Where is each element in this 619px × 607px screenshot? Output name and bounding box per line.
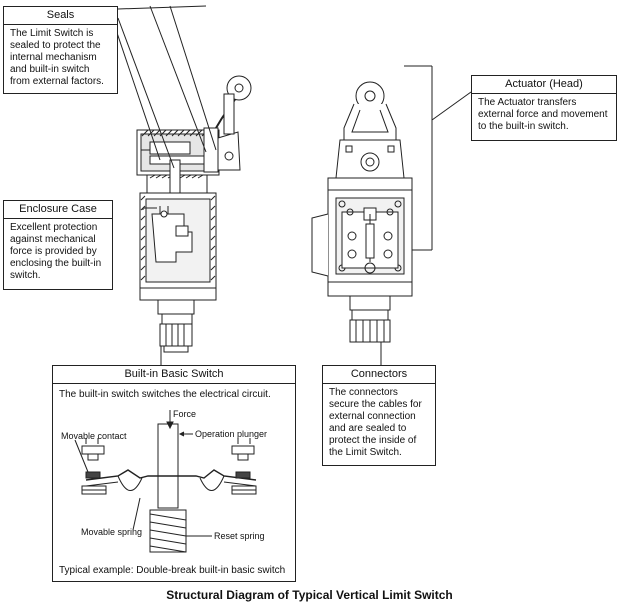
operation-plunger-label: Operation plunger [195, 429, 268, 439]
seals-description: The Limit Switch is sealed to protect th… [10, 28, 104, 87]
seals-title: Seals [4, 7, 117, 25]
actuator-head-description: The Actuator transfers external force an… [478, 97, 608, 132]
actuator-head-callout: Actuator (Head) The Actuator transfers e… [471, 75, 617, 141]
enclosure-case-callout: Enclosure Case Excellent protection agai… [3, 200, 113, 290]
diagram-caption: Structural Diagram of Typical Vertical L… [166, 588, 453, 602]
built-in-basic-switch-callout: Built-in Basic Switch The built-in switc… [52, 365, 296, 582]
built-in-basic-switch-description: The built-in switch switches the electri… [59, 389, 271, 400]
built-in-basic-switch-title: Built-in Basic Switch [53, 366, 295, 384]
force-label: Force [173, 409, 197, 419]
built-in-basic-switch-example: Typical example: Double-break built-in b… [59, 565, 286, 576]
movable-contact-label: Movable contact [61, 431, 127, 441]
front-view [311, 81, 413, 343]
reset-spring-label: Reset spring [214, 531, 265, 541]
leader-lines [111, 5, 472, 365]
connectors-title: Connectors [323, 366, 435, 384]
actuator-head-title: Actuator (Head) [472, 76, 616, 94]
connectors-description: The connectors secure the cables for ext… [329, 387, 422, 458]
connectors-callout: Connectors The connectors secure the cab… [322, 365, 436, 466]
enclosure-case-title: Enclosure Case [4, 201, 112, 219]
enclosure-case-description: Excellent protection against mechanical … [10, 222, 102, 281]
double-break-switch-illustration [74, 410, 257, 553]
seals-callout: Seals The Limit Switch is sealed to prot… [3, 6, 118, 94]
movable-spring-label: Movable spring [81, 527, 143, 537]
side-view-cross-section [136, 75, 252, 353]
